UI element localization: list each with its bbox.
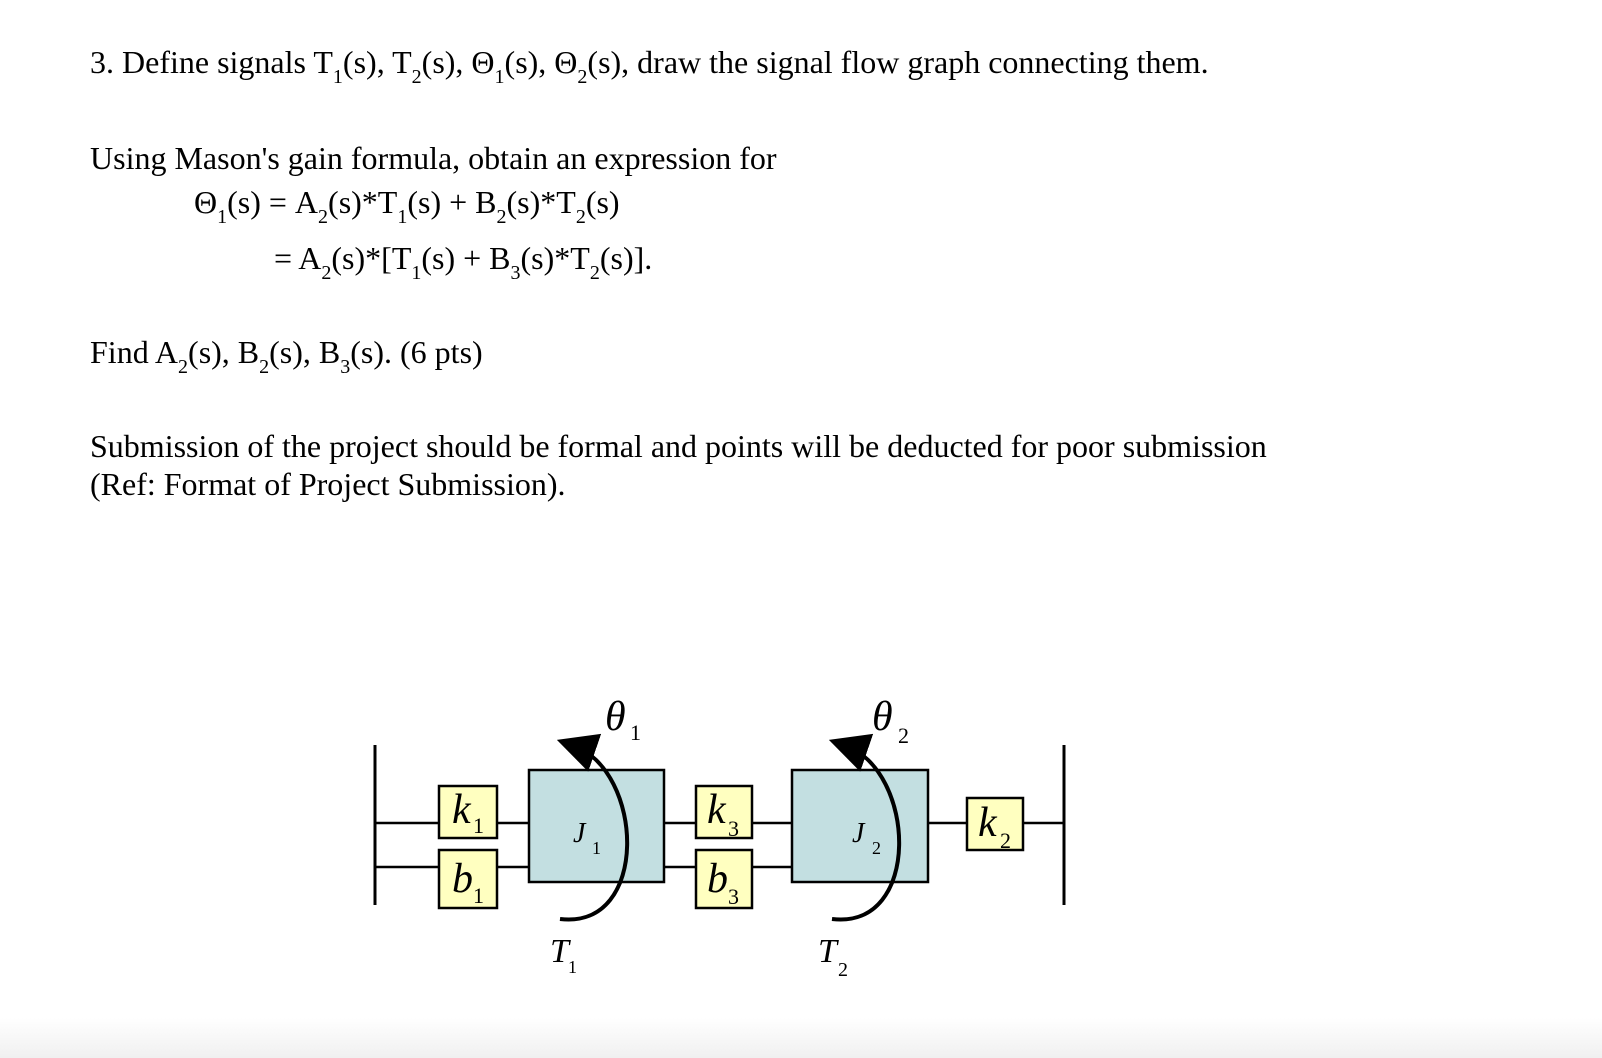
inertia-j1	[527, 768, 666, 884]
svg-text:2: 2	[838, 959, 848, 981]
label-j1: J	[573, 818, 587, 849]
svg-text:1: 1	[568, 957, 577, 977]
label-b1: b	[452, 856, 473, 902]
spring-k3	[694, 784, 754, 840]
svg-text:2: 2	[872, 838, 881, 858]
damper-b1	[437, 848, 499, 910]
svg-text:1: 1	[473, 813, 484, 838]
label-k1: k	[452, 787, 472, 833]
submission-ref: (Ref: Format of Project Submission).	[90, 466, 566, 502]
svg-text:2: 2	[1000, 828, 1011, 853]
mechanical-system-diagram: k 1 b 1 k 3 b 3 k 2 J 1 J 2 θ 1 θ 2 T 1 …	[373, 694, 1066, 981]
label-t2: T	[818, 933, 839, 970]
equation-2: = A2(s)*[T1(s) + B3(s)*T2(s)].	[274, 240, 653, 284]
label-j2: J	[852, 818, 866, 849]
svg-text:1: 1	[473, 883, 484, 908]
label-theta2: θ	[872, 694, 893, 740]
svg-text:1: 1	[630, 720, 641, 745]
spring-k2	[965, 796, 1025, 852]
label-k3: k	[707, 787, 727, 833]
svg-text:3: 3	[728, 884, 739, 909]
svg-text:3: 3	[728, 816, 739, 841]
problem-number: 3.	[90, 44, 114, 80]
mason-intro: Using Mason's gain formula, obtain an ex…	[90, 140, 777, 176]
equation-1: Θ1(s) = A2(s)*T1(s) + B2(s)*T2(s)	[194, 184, 620, 228]
find-statement: Find A2(s), B2(s), B3(s). (6 pts)	[90, 334, 483, 378]
svg-text:2: 2	[898, 723, 909, 748]
page-bottom-edge	[0, 1018, 1602, 1058]
torque-arc-2	[828, 733, 902, 922]
problem-statement: 3. Define signals T1(s), T2(s), Θ1(s), Θ…	[90, 44, 1209, 88]
torque-arc-1	[556, 733, 630, 922]
damper-b3	[694, 848, 754, 910]
svg-text:1: 1	[592, 838, 601, 858]
label-b3: b	[707, 856, 728, 902]
spring-k1	[437, 784, 499, 840]
label-t1: T	[550, 933, 571, 970]
connectors	[375, 821, 1064, 869]
submission-note: Submission of the project should be form…	[90, 428, 1267, 464]
inertia-j2	[790, 768, 930, 884]
label-theta1: θ	[605, 694, 626, 740]
label-k2: k	[978, 800, 998, 846]
